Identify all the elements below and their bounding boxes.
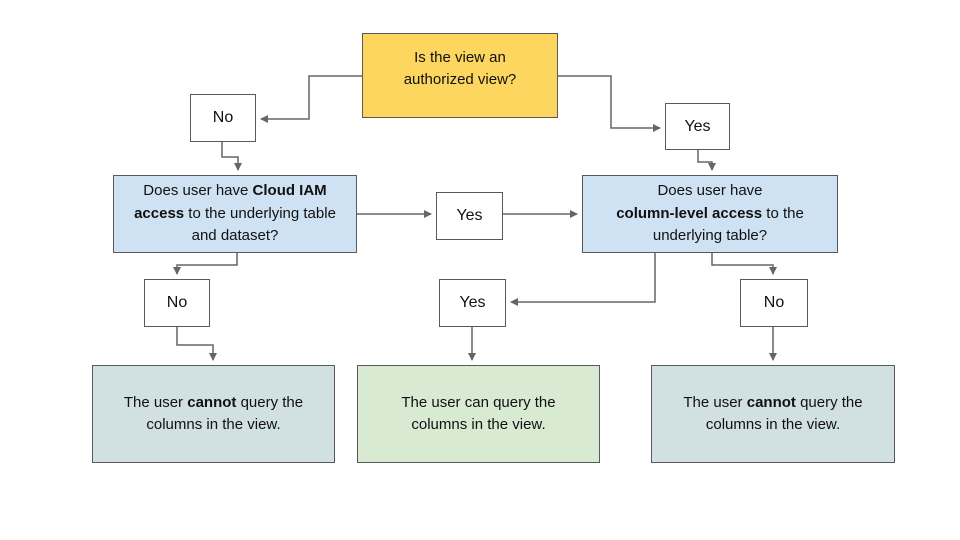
outcome-cannot-text: The user cannot query the columns in the… (121, 392, 307, 437)
text-segment: The user (123, 393, 188, 411)
no-label: No (166, 294, 188, 311)
yes-label: Yes (456, 207, 483, 224)
node-outcome-can: The user can query the columns in the vi… (357, 365, 600, 463)
connector-column-question-to-yes2 (510, 253, 656, 306)
no-label: No (212, 109, 234, 126)
connector-yes1-to-column-question (697, 150, 716, 171)
outcome-can-text: The user can query the columns in the vi… (401, 393, 556, 434)
connector-no2-to-outcome-left (176, 327, 217, 361)
text-segment: query the columns in the view. (705, 393, 863, 434)
node-root-question: Is the view an authorized view? (362, 33, 558, 118)
root-question-text: Is the view an authorized view? (403, 48, 517, 88)
node-iam-question: Does user have Cloud IAM access to the u… (113, 175, 357, 253)
text-segment-bold: cannot (187, 393, 237, 411)
text-segment: to the underlying table? (652, 204, 804, 245)
text-segment-bold: Cloud IAM access (134, 182, 327, 222)
node-no-column: No (740, 279, 808, 327)
outcome-cannot-text: The user cannot query the columns in the… (680, 392, 866, 437)
node-outcome-cannot-left: The user cannot query the columns in the… (92, 365, 335, 463)
connector-root-to-no1 (260, 75, 362, 123)
text-segment: The user (683, 393, 747, 411)
connector-column-question-to-no3 (711, 253, 777, 275)
text-segment: to the underlying table and dataset? (184, 204, 336, 245)
node-no-iam: No (144, 279, 210, 327)
text-segment-bold: cannot (746, 393, 796, 411)
connector-iam-question-to-no2 (173, 253, 238, 275)
node-yes-iam: Yes (436, 192, 503, 240)
node-no-from-root: No (190, 94, 256, 142)
text-segment: Does user have (143, 182, 253, 200)
text-segment-bold: column-level access (616, 204, 763, 222)
text-segment: query the columns in the view. (146, 393, 304, 434)
yes-label: Yes (459, 294, 486, 311)
connector-no1-to-iam-question (221, 142, 242, 171)
no-label: No (763, 294, 785, 311)
yes-label: Yes (684, 117, 711, 135)
node-column-question: Does user have column-level access to the… (582, 175, 838, 253)
iam-question-text: Does user have Cloud IAM access to the u… (132, 180, 338, 248)
text-segment: Does user have (657, 182, 763, 200)
node-outcome-cannot-right: The user cannot query the columns in the… (651, 365, 895, 463)
connector-root-to-yes1 (558, 75, 661, 132)
node-yes-column: Yes (439, 279, 506, 327)
node-yes-from-root: Yes (665, 103, 730, 150)
column-question-text: Does user have column-level access to the… (604, 180, 816, 248)
